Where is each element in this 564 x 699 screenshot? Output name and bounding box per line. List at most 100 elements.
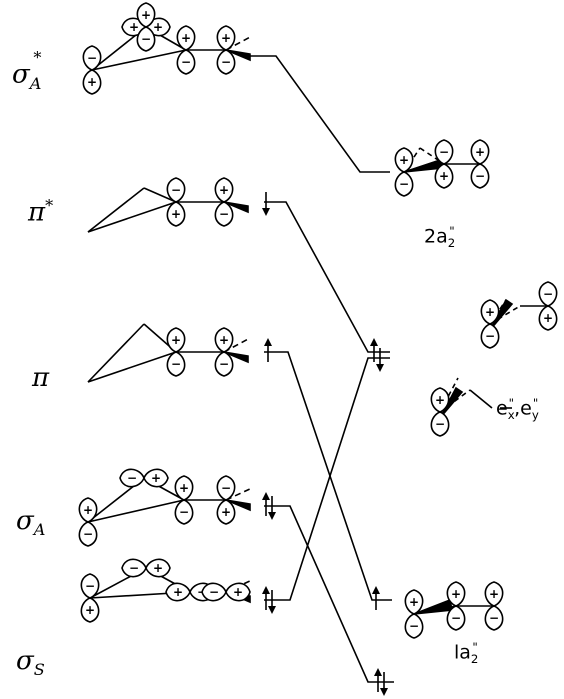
ss-c3-upper: + [165, 582, 191, 602]
phase-sign: + [151, 471, 161, 485]
connector-pi-star [264, 201, 390, 353]
phase-sign: + [179, 481, 189, 495]
rex-c2-lower: + [538, 305, 558, 331]
phase-sign: − [475, 169, 485, 183]
pi-star-c3-lower: + [166, 201, 186, 227]
r2a-c3-lower: − [470, 163, 490, 189]
phase-sign: + [435, 393, 445, 407]
pi-c4-lower: − [214, 351, 234, 377]
ss-c1-upper: − [80, 573, 100, 599]
phase-sign: + [153, 561, 163, 575]
r1a-c1-upper: + [404, 589, 424, 615]
phase-sign: + [409, 595, 419, 609]
phase-sign: − [221, 481, 231, 495]
phase-sign: − [179, 505, 189, 519]
ss-c1-lower: + [80, 597, 100, 623]
phase-sign: − [129, 561, 139, 575]
pi-fragment [87, 323, 251, 383]
sa-c4-upper: − [216, 475, 236, 501]
phase-sign: + [219, 333, 229, 347]
phase-sign: + [439, 169, 449, 183]
phase-sign: + [451, 587, 461, 601]
phase-sign: − [219, 207, 229, 221]
label-pi: π [32, 363, 50, 393]
sa-c4-lower: + [216, 499, 236, 525]
phase-sign: + [87, 75, 97, 89]
fragment-ey [439, 377, 493, 419]
sa-star-c1-lower: + [82, 69, 102, 95]
r1a-c3-lower: − [484, 605, 504, 631]
sa-c2-upper: − [119, 468, 145, 488]
r1a-c2-lower: − [446, 605, 466, 631]
orbital-lobes: −++++−+−+−−++−+−+−+−−++−−+−+−++−+−+−−++−… [78, 2, 558, 639]
label-pi-star: π* [28, 196, 54, 228]
sa-star-c3-upper: + [176, 25, 196, 51]
phase-sign: − [87, 51, 97, 65]
rey-c1-upper: + [430, 387, 450, 413]
sa-star-c4-upper: + [216, 25, 236, 51]
r2a-c2-lower: + [434, 163, 454, 189]
ss-c2-upper: − [121, 558, 147, 578]
pi-c3-upper: + [166, 327, 186, 353]
phase-sign: + [219, 183, 229, 197]
r1a-c2-upper: + [446, 581, 466, 607]
phase-sign: − [219, 357, 229, 371]
phase-sign: + [83, 503, 93, 517]
phase-sign: + [475, 145, 485, 159]
pi-c4-upper: + [214, 327, 234, 353]
phase-sign: − [485, 329, 495, 343]
pi-star-c3-upper: − [166, 177, 186, 203]
sa-star-c2-a-upper: + [121, 17, 147, 37]
phase-sign: + [85, 603, 95, 617]
pi-star-c4-upper: + [214, 177, 234, 203]
phase-sign: + [153, 20, 163, 34]
pi-c3-lower: − [166, 351, 186, 377]
phase-sign: − [209, 585, 219, 599]
label-sigma-a: σA [16, 506, 46, 540]
phase-sign: − [85, 579, 95, 593]
phase-sign: − [543, 287, 553, 301]
sa-c2-lower: + [143, 468, 169, 488]
phase-sign: + [399, 153, 409, 167]
fragment-1a2 [413, 598, 494, 615]
phase-sign: − [489, 611, 499, 625]
rex-c2-upper: − [538, 281, 558, 307]
phase-sign: − [221, 55, 231, 69]
connector-sigma-a-star [248, 55, 390, 173]
sa-star-c2-a-lower: + [145, 17, 171, 37]
phase-sign: − [171, 183, 181, 197]
rex-c1-upper: + [480, 299, 500, 325]
phase-sign: + [129, 20, 139, 34]
connector-sigma-a [264, 505, 394, 683]
rex-c1-lower: − [480, 323, 500, 349]
r2a-c3-upper: + [470, 139, 490, 165]
ss-c4-upper: + [225, 582, 251, 602]
phase-sign: − [141, 32, 151, 46]
phase-sign: + [181, 31, 191, 45]
phase-sign: − [435, 417, 445, 431]
phase-sign: − [171, 357, 181, 371]
connector-pi [264, 351, 392, 601]
sa-c3-lower: − [174, 499, 194, 525]
ss-c2-lower: + [145, 558, 171, 578]
ss-c4-lower: − [201, 582, 227, 602]
r1a-c3-upper: + [484, 581, 504, 607]
r1a-c1-lower: − [404, 613, 424, 639]
phase-sign: − [409, 619, 419, 633]
phase-sign: + [171, 207, 181, 221]
pi-star-fragment [87, 187, 249, 233]
sa-star-c2-b-lower: − [136, 26, 156, 52]
phase-sign: − [83, 527, 93, 541]
phase-sign: + [221, 505, 231, 519]
pi-star-c4-lower: − [214, 201, 234, 227]
sa-c3-upper: + [174, 475, 194, 501]
phase-sign: + [543, 311, 553, 325]
rey-c1-lower: − [430, 411, 450, 437]
phase-sign: + [173, 585, 183, 599]
phase-sign: − [399, 177, 409, 191]
label-sigma-s: σS [16, 646, 45, 680]
sa-star-c3-lower: − [176, 49, 196, 75]
phase-sign: + [141, 8, 151, 22]
r2a-c1-lower: − [394, 171, 414, 197]
